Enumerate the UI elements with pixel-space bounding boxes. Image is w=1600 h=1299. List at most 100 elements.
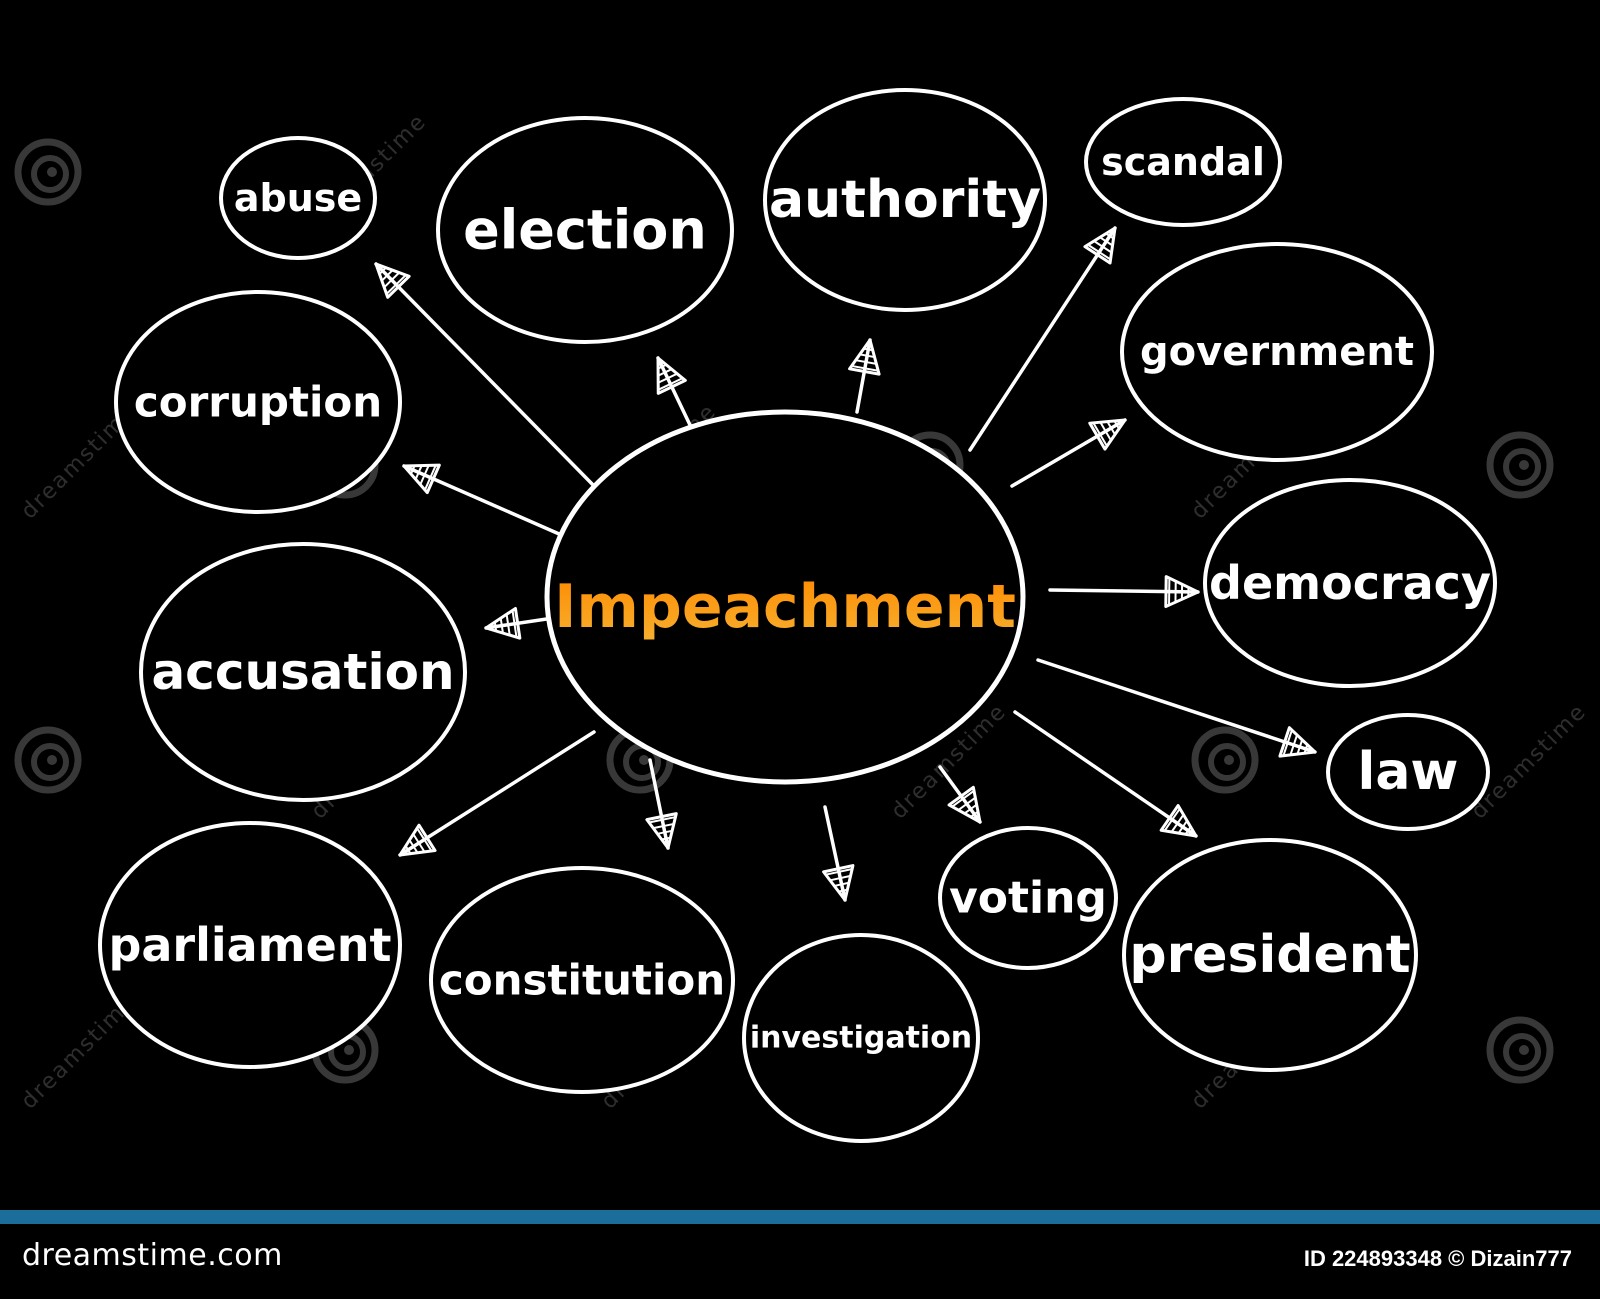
arrowhead-hatch bbox=[410, 465, 416, 475]
node-constitution: constitution bbox=[429, 866, 735, 1094]
arrow-line-democracy bbox=[1048, 588, 1200, 594]
node-accusation: accusation bbox=[139, 542, 467, 802]
node-law: law bbox=[1326, 713, 1490, 831]
arrowhead-hatch bbox=[1170, 814, 1185, 833]
node-label-investigation: investigation bbox=[750, 1021, 972, 1056]
watermark-spiral-icon bbox=[14, 138, 82, 206]
arrowhead-hatch bbox=[657, 377, 684, 391]
arrowhead-hatch bbox=[499, 618, 504, 634]
node-ellipse-parliament bbox=[98, 821, 402, 1069]
node-ellipse-voting bbox=[938, 826, 1118, 970]
arrowhead-hatch bbox=[1163, 808, 1181, 832]
arrow-law bbox=[1036, 658, 1317, 758]
center-ellipse bbox=[544, 409, 1026, 785]
footer-bar: dreamstime.com ID 224893348 © Dizain777 bbox=[0, 1210, 1600, 1299]
node-corruption: corruption bbox=[114, 290, 402, 514]
arrow-investigation bbox=[822, 805, 855, 902]
arrow-line-corruption bbox=[402, 464, 568, 539]
arrow-democracy bbox=[1048, 575, 1200, 609]
arrowhead-hatch bbox=[963, 803, 978, 815]
node-label-government: government bbox=[1140, 329, 1414, 375]
watermark-spiral-icon bbox=[1191, 726, 1259, 794]
arrowhead-hatch bbox=[657, 368, 673, 377]
arrow-authority bbox=[848, 338, 881, 414]
arrowhead-hatch bbox=[859, 353, 875, 359]
node-ellipse-law bbox=[1326, 713, 1490, 831]
node-election: election bbox=[436, 116, 734, 344]
watermark-spiral-icon bbox=[1486, 431, 1554, 499]
footer-strip bbox=[0, 1210, 1600, 1224]
arrow-government bbox=[1010, 418, 1127, 488]
arrowhead-hatch bbox=[855, 359, 877, 365]
arrow-layer bbox=[374, 226, 1317, 902]
node-label-corruption: corruption bbox=[134, 378, 382, 427]
node-ellipse-government bbox=[1120, 242, 1434, 462]
node-ellipse-corruption bbox=[114, 290, 402, 514]
arrowhead-hatch bbox=[1092, 422, 1108, 447]
arrowhead-hatch bbox=[1289, 734, 1299, 756]
node-abuse: abuse bbox=[219, 136, 377, 260]
arrowhead-hatch bbox=[1093, 240, 1113, 254]
arrow-voting bbox=[938, 765, 982, 824]
arrow-line-parliament bbox=[398, 730, 596, 857]
arrow-abuse bbox=[374, 262, 599, 491]
arrowhead-hatch bbox=[1303, 744, 1309, 754]
node-label-democracy: democracy bbox=[1209, 556, 1491, 610]
arrowhead-hatch bbox=[381, 269, 394, 282]
arrow-line-law bbox=[1036, 658, 1317, 754]
arrowhead-hatch bbox=[1105, 232, 1115, 240]
arrow-line-president bbox=[1013, 710, 1198, 838]
node-ellipse-scandal bbox=[1084, 97, 1282, 227]
arrow-president bbox=[1013, 710, 1198, 838]
arrowhead-hatch bbox=[951, 789, 975, 808]
node-parliament: parliament bbox=[98, 821, 402, 1069]
arrowhead-hatch bbox=[970, 810, 979, 818]
node-label-accusation: accusation bbox=[151, 643, 454, 701]
node-democracy: democracy bbox=[1203, 478, 1497, 688]
node-ellipse-democracy bbox=[1203, 478, 1497, 688]
node-voting: voting bbox=[938, 826, 1118, 970]
arrowhead-hatch bbox=[412, 833, 426, 853]
arrowhead-hatch bbox=[511, 610, 518, 638]
arrowhead-hatch bbox=[383, 271, 400, 289]
arrowhead-hatch bbox=[657, 829, 673, 835]
node-label-parliament: parliament bbox=[108, 918, 391, 972]
node-layer: abuse election authority scandal government d… bbox=[98, 88, 1497, 1143]
arrowhead-hatch bbox=[653, 822, 674, 830]
node-ellipse-authority bbox=[763, 88, 1047, 312]
arrowhead-hatch bbox=[834, 881, 850, 887]
arrow-election bbox=[656, 356, 692, 427]
arrow-line-government bbox=[1010, 418, 1127, 488]
node-investigation: investigation bbox=[742, 933, 980, 1143]
node-label-abuse: abuse bbox=[234, 176, 362, 220]
node-label-authority: authority bbox=[769, 170, 1041, 230]
arrow-constitution bbox=[645, 758, 678, 850]
arrowhead-hatch bbox=[1113, 420, 1120, 430]
arrowhead-hatch bbox=[657, 363, 667, 370]
arrow-line-voting bbox=[938, 765, 982, 824]
arrowhead-hatch bbox=[661, 836, 671, 841]
node-ellipse-investigation bbox=[742, 933, 980, 1143]
footer-image-credit: ID 224893348 © Dizain777 bbox=[1303, 1246, 1572, 1271]
arrowhead-hatch bbox=[863, 347, 873, 352]
center-node: Impeachment bbox=[544, 409, 1026, 785]
arrowhead-hatch bbox=[657, 372, 678, 384]
arrowhead-hatch bbox=[1099, 236, 1114, 247]
arrowhead-hatch bbox=[424, 464, 437, 491]
arrowhead-hatch bbox=[957, 796, 976, 811]
arrowhead-hatch bbox=[648, 816, 676, 824]
arrowhead-hatch bbox=[416, 827, 433, 852]
arrow-line-scandal bbox=[968, 226, 1117, 452]
footer-site-logo[interactable]: dreamstime.com bbox=[22, 1238, 283, 1273]
center-label: Impeachment bbox=[554, 572, 1016, 642]
arrowhead-hatch bbox=[825, 868, 853, 876]
arrowhead-hatch bbox=[1184, 826, 1192, 835]
node-label-scandal: scandal bbox=[1101, 140, 1265, 184]
arrow-corruption bbox=[402, 463, 568, 539]
arrowhead-hatch bbox=[1296, 739, 1304, 755]
node-label-law: law bbox=[1358, 742, 1459, 802]
arrow-line-authority bbox=[855, 338, 872, 414]
arrowhead-hatch bbox=[829, 874, 851, 882]
